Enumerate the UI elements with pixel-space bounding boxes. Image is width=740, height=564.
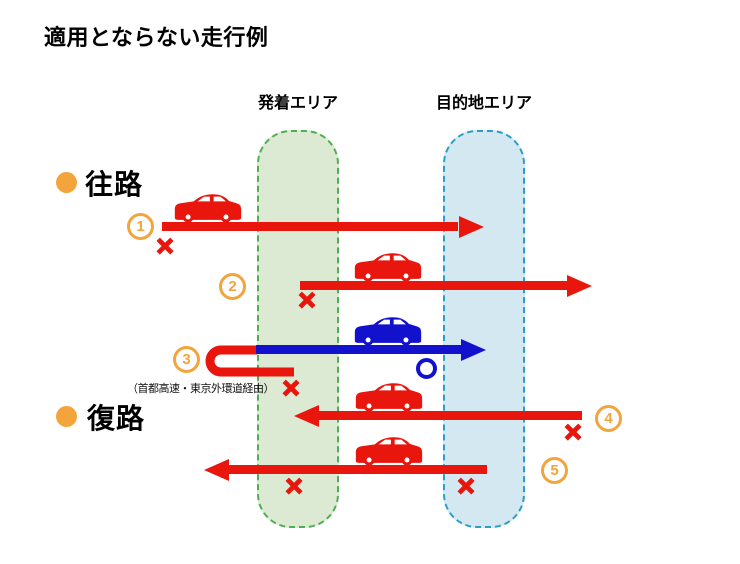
route-2-arrow-line: [300, 281, 568, 290]
route-4-number-badge: 4: [595, 405, 622, 432]
destination-area-zone: [443, 130, 525, 528]
route-3-arrowhead-icon: [461, 339, 486, 361]
x-mark-icon: ×: [284, 470, 303, 503]
route-3-note: （首都高速・東京外環道経由）: [127, 383, 275, 395]
car-icon: [352, 251, 424, 282]
route-4-arrowhead-icon: [294, 405, 319, 427]
car-icon: [172, 192, 244, 223]
route-3-number-badge: 3: [173, 346, 200, 373]
departure-area-label: 発着エリア: [257, 95, 338, 112]
section-outbound-label: 往路: [85, 169, 144, 200]
circle-mark-icon: [416, 358, 437, 379]
route-1-number-badge: 1: [127, 213, 154, 240]
x-mark-icon: ×: [281, 372, 300, 405]
bullet-circle-icon: [56, 172, 77, 193]
departure-area-zone: [257, 130, 339, 528]
route-2-arrowhead-icon: [567, 275, 592, 297]
route-3-uturn-arrow: [205, 345, 294, 377]
route-5-arrowhead-icon: [204, 459, 229, 481]
route-5-number-badge: 5: [541, 457, 568, 484]
route-4-arrow-line: [319, 411, 582, 420]
x-mark-icon: ×: [563, 416, 582, 449]
page-title: 適用とならない走行例: [44, 25, 269, 50]
route-2-number-badge: 2: [219, 273, 246, 300]
destination-area-label: 目的地エリア: [435, 95, 532, 112]
x-mark-icon: ×: [297, 284, 316, 317]
car-icon: [352, 315, 424, 346]
car-icon: [353, 435, 425, 466]
route-1-arrowhead-icon: [459, 216, 484, 238]
bullet-circle-icon: [56, 406, 77, 427]
route-3-arrow-line: [256, 345, 462, 354]
car-icon: [353, 381, 425, 412]
section-return-label: 復路: [87, 403, 146, 434]
x-mark-icon: ×: [155, 230, 174, 263]
route-1-arrow-line: [162, 222, 458, 231]
x-mark-icon: ×: [456, 470, 475, 503]
route-5-arrow-line: [229, 465, 487, 474]
